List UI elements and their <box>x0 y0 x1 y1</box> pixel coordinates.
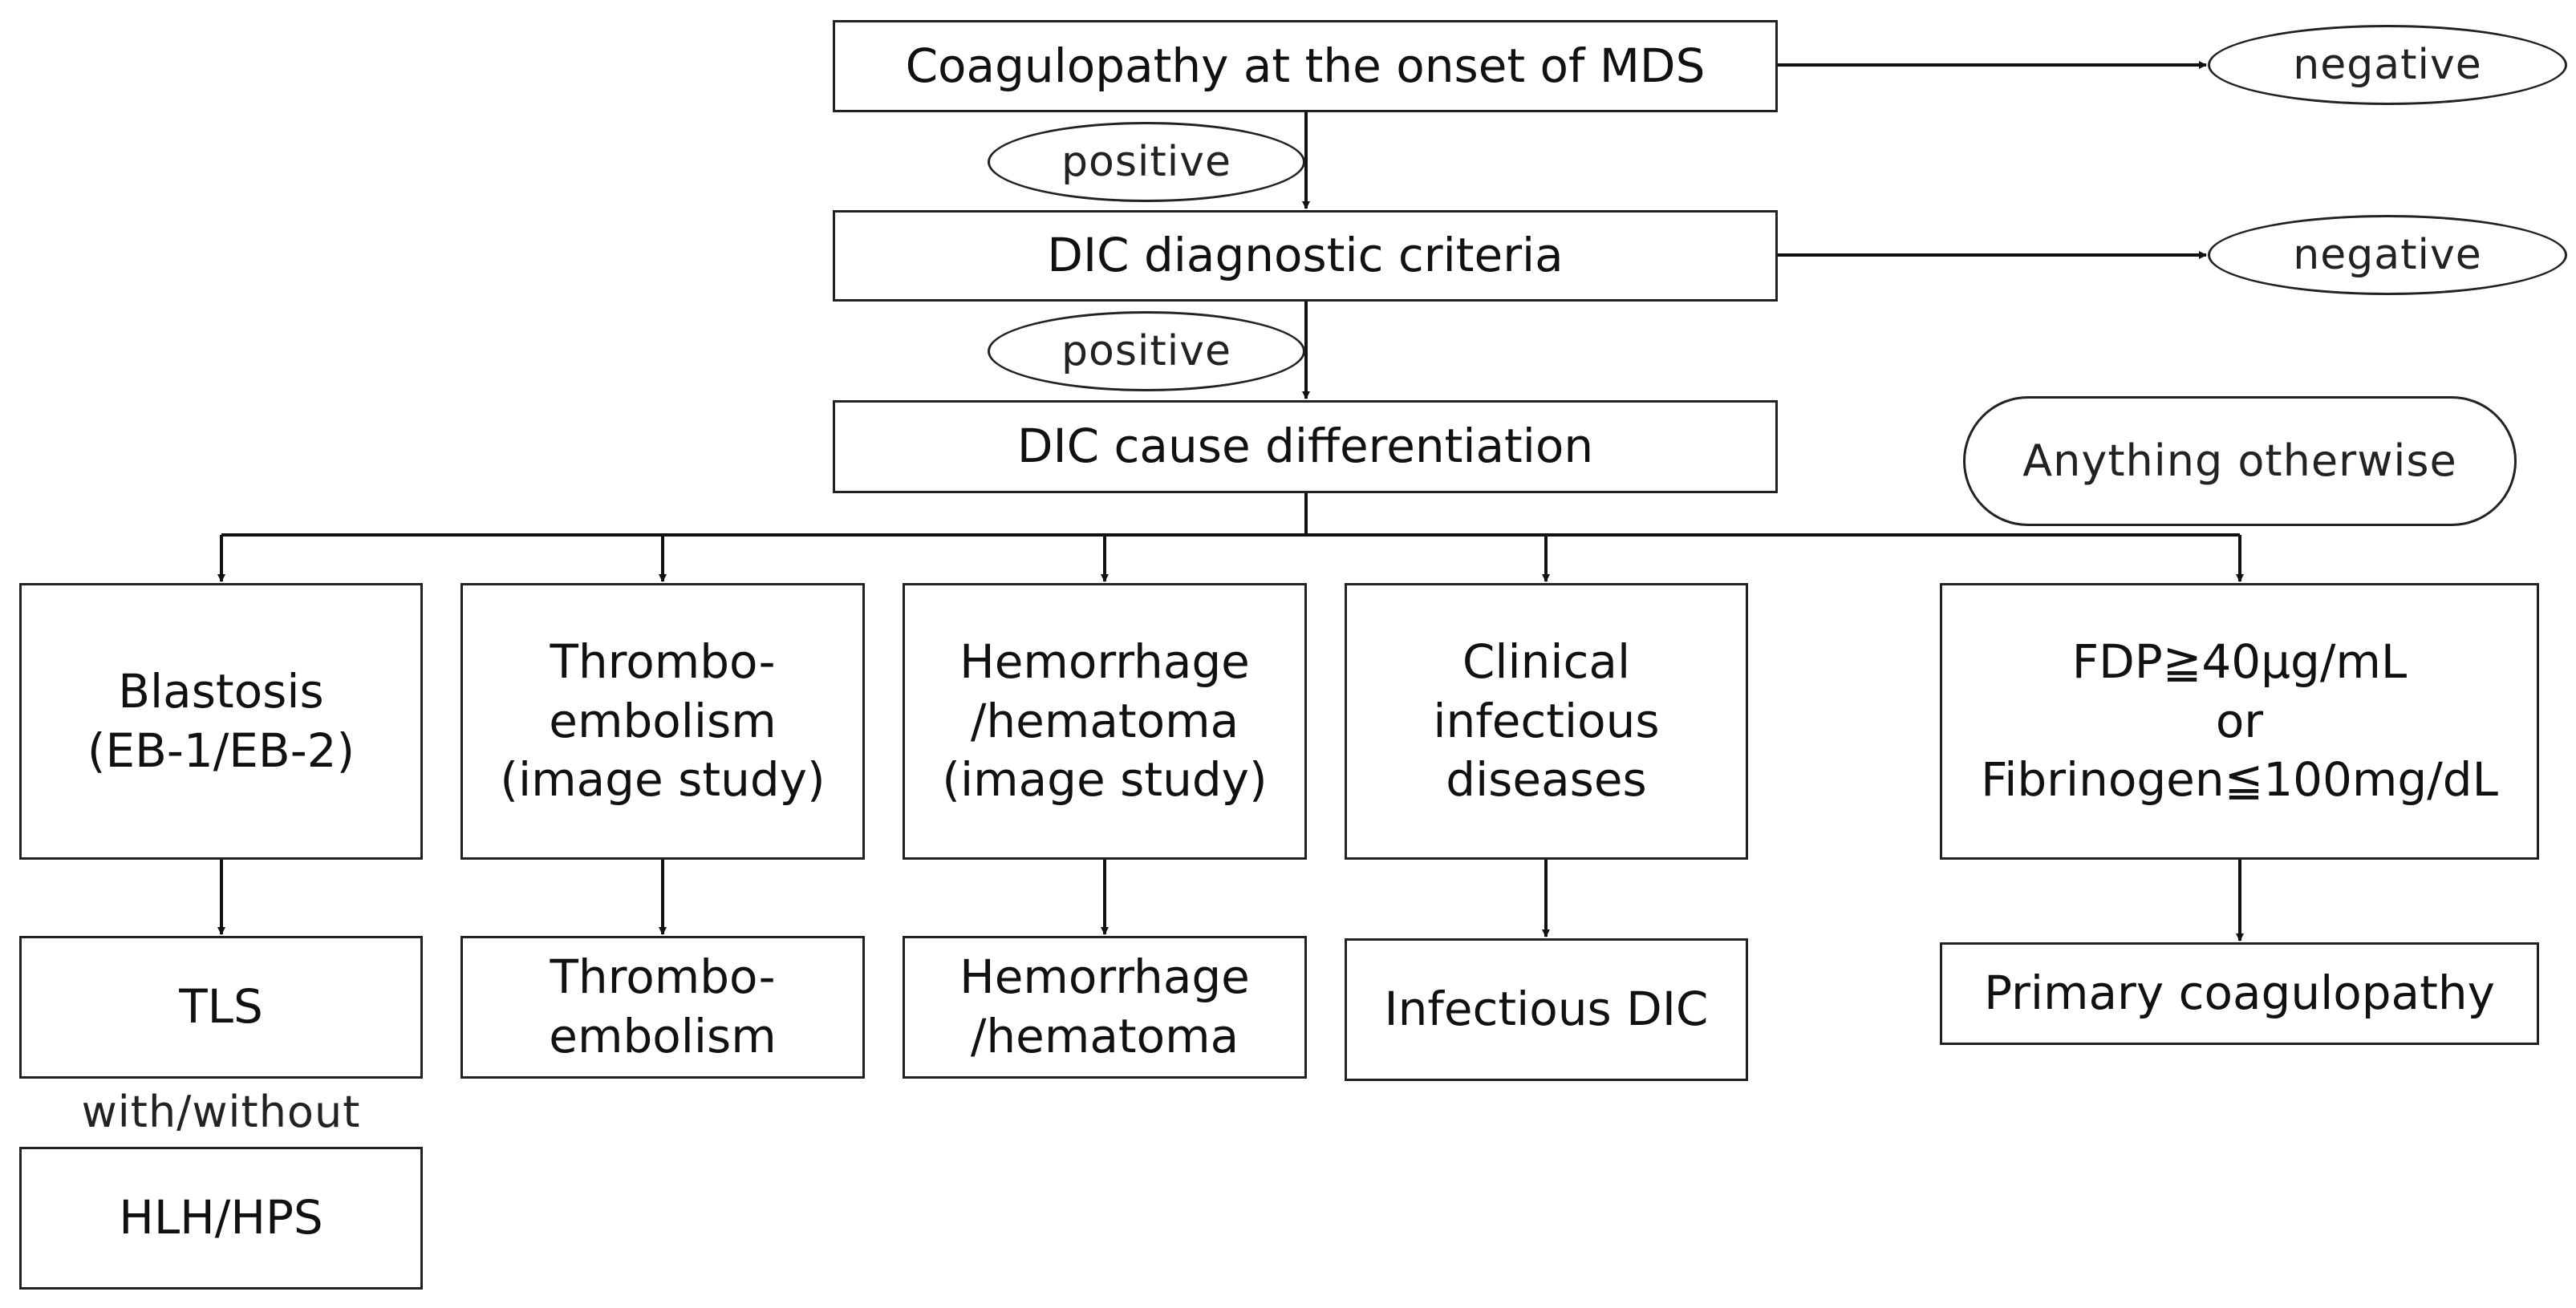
node-negative-1: negative <box>2208 25 2567 105</box>
node-fdp-label: FDP≧40μg/mL or Fibrinogen≦100mg/dL <box>1981 634 2498 808</box>
node-infectious-dic-label: Infectious DIC <box>1384 982 1709 1037</box>
node-criteria-label: DIC diagnostic criteria <box>1047 228 1564 283</box>
node-hemorrhage-img-label: Hemorrhage /hematoma (image study) <box>942 634 1268 808</box>
node-blastosis-label: Blastosis (EB-1/EB-2) <box>87 663 355 778</box>
node-with-without-label: with/without <box>81 1087 361 1138</box>
node-hemorrhage: Hemorrhage /hematoma <box>903 936 1307 1079</box>
node-anything-otherwise: Anything otherwise <box>1963 396 2517 526</box>
node-negative-1-label: negative <box>2293 40 2482 89</box>
node-negative-2-label: negative <box>2293 230 2482 279</box>
node-positive-1: positive <box>988 122 1305 202</box>
node-hlh-label: HLH/HPS <box>119 1190 323 1245</box>
node-positive-2-label: positive <box>1061 326 1231 375</box>
node-thrombo-label: Thrombo- embolism <box>549 950 777 1063</box>
node-primary: Primary coagulopathy <box>1940 942 2539 1045</box>
node-infectious-clin: Clinical infectious diseases <box>1345 583 1748 860</box>
node-hemorrhage-label: Hemorrhage /hematoma <box>959 950 1250 1063</box>
node-negative-2: negative <box>2208 215 2567 295</box>
node-criteria: DIC diagnostic criteria <box>833 210 1778 302</box>
node-fdp: FDP≧40μg/mL or Fibrinogen≦100mg/dL <box>1940 583 2539 860</box>
node-infectious-dic: Infectious DIC <box>1345 938 1748 1081</box>
node-hemorrhage-img: Hemorrhage /hematoma (image study) <box>903 583 1307 860</box>
node-thrombo-img-label: Thrombo- embolism (image study) <box>500 634 826 808</box>
node-with-without: with/without <box>19 1079 423 1147</box>
node-cause-label: DIC cause differentiation <box>1016 419 1594 474</box>
node-thrombo: Thrombo- embolism <box>460 936 865 1079</box>
node-tls: TLS <box>19 936 423 1079</box>
node-primary-label: Primary coagulopathy <box>1984 966 2495 1021</box>
node-infectious-clin-label: Clinical infectious diseases <box>1433 634 1660 808</box>
node-positive-2: positive <box>988 311 1305 391</box>
node-onset: Coagulopathy at the onset of MDS <box>833 20 1778 112</box>
node-onset-label: Coagulopathy at the onset of MDS <box>905 38 1706 93</box>
node-anything-otherwise-label: Anything otherwise <box>2022 435 2457 486</box>
node-hlh: HLH/HPS <box>19 1147 423 1290</box>
node-blastosis: Blastosis (EB-1/EB-2) <box>19 583 423 860</box>
node-tls-label: TLS <box>179 979 263 1035</box>
node-thrombo-img: Thrombo- embolism (image study) <box>460 583 865 860</box>
node-cause: DIC cause differentiation <box>833 400 1778 493</box>
node-positive-1-label: positive <box>1061 137 1231 186</box>
